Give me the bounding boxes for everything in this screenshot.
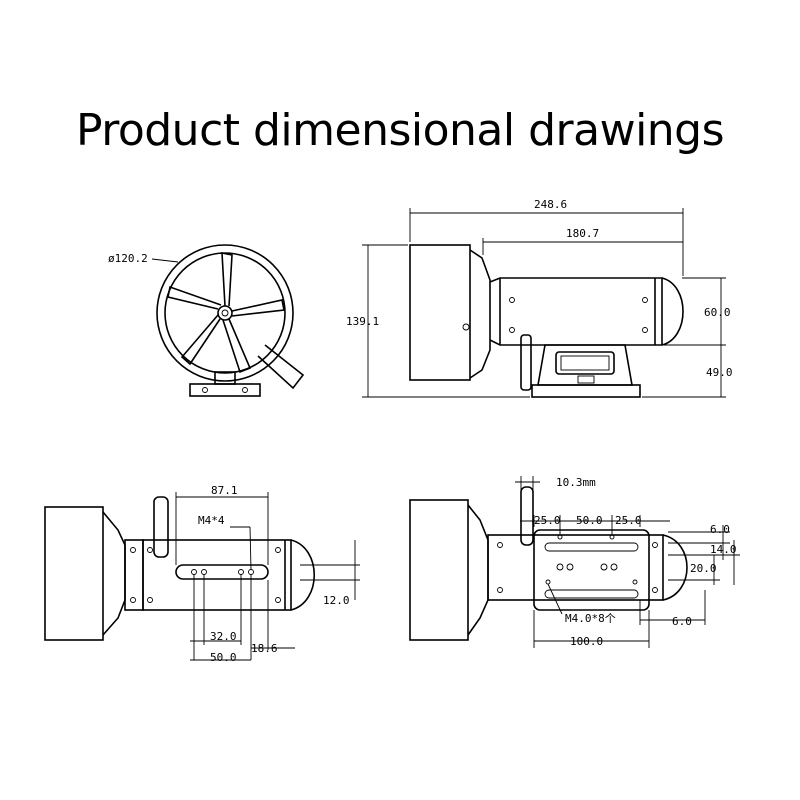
edge-d-label: 6.0 — [672, 615, 692, 628]
edge-a-label: 6.0 — [710, 523, 730, 536]
diameter-label: ø120.2 — [108, 252, 148, 265]
body-height-label: 60.0 — [704, 306, 731, 319]
page-title: Product dimensional drawings — [75, 105, 725, 156]
plate-length-label: 100.0 — [570, 635, 603, 648]
top-view-b: 10.3mm 25.0 50.0 25.0 6.0 14.0 20.0 6.0 … — [409, 476, 740, 648]
height-total-label: 139.1 — [346, 315, 379, 328]
rod-diameter-label: 10.3mm — [556, 476, 596, 489]
spacing-right-label: 25.0 — [615, 514, 642, 527]
slot-length-label: 50.0 — [210, 651, 237, 664]
depth-label: 12.0 — [323, 594, 350, 607]
length-label: 87.1 — [211, 484, 238, 497]
front-view: ø120.2 — [108, 244, 305, 397]
spacing-mid-label: 50.0 — [576, 514, 603, 527]
thread-label: M4*4 — [198, 514, 225, 527]
side-view: 248.6 180.7 139.1 60.0 49.0 — [346, 198, 733, 398]
top-view-a: 87.1 M4*4 32.0 50.0 18.6 12.0 — [44, 484, 360, 664]
edge-b-label: 14.0 — [710, 543, 737, 556]
base-height-label: 49.0 — [706, 366, 733, 379]
offset-label: 18.6 — [251, 642, 278, 655]
spacing-left-label: 25.0 — [534, 514, 561, 527]
plate-thread-label: M4.0*8个 — [565, 612, 616, 625]
edge-c-label: 20.0 — [690, 562, 717, 575]
length-total-label: 248.6 — [534, 198, 567, 211]
length-body-label: 180.7 — [566, 227, 599, 240]
hole-spacing-label: 32.0 — [210, 630, 237, 643]
